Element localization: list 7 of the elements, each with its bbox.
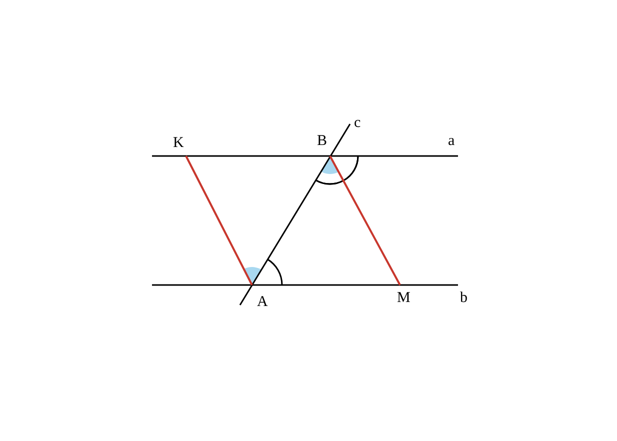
line-label: c [354,116,361,131]
line-label: a [448,134,455,149]
line-label: b [460,291,468,306]
point-label: M [397,291,410,306]
point-label: A [257,295,268,310]
point-label: B [317,134,328,149]
point-label: K [173,136,184,151]
